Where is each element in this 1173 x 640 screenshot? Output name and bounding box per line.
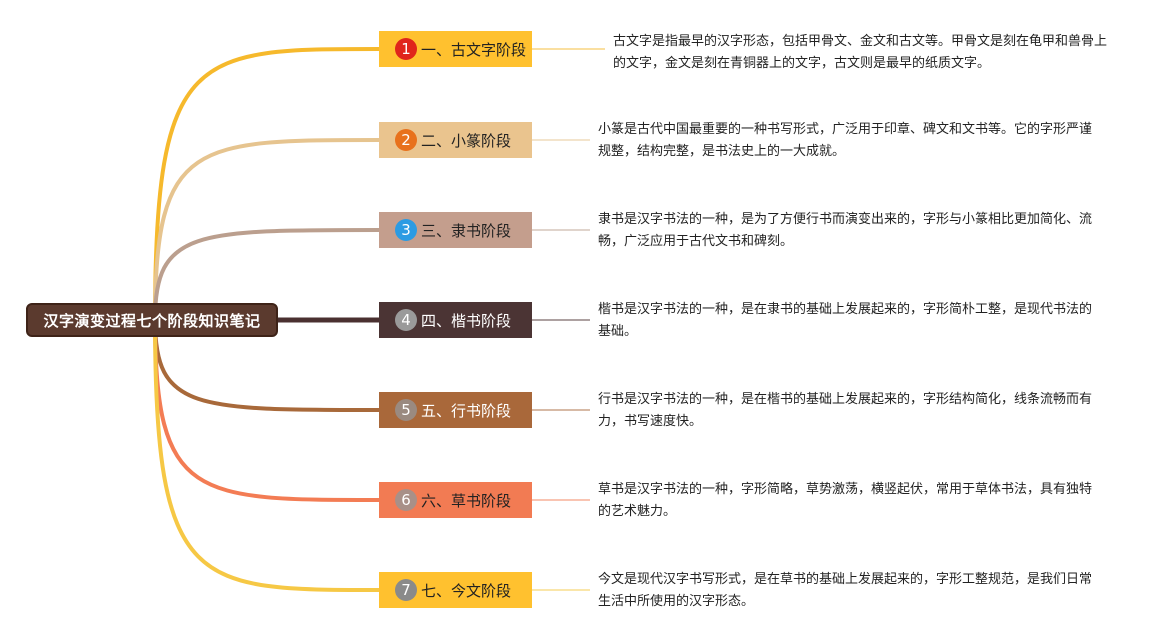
number-7-icon: 7 — [395, 579, 417, 601]
stage-note-modern-script: 今文是现代汉字书写形式，是在草书的基础上发展起来的，字形工整规范，是我们日常生活… — [598, 572, 1093, 609]
stage-label: 四、楷书阶段 — [421, 311, 512, 330]
stage-label: 七、今文阶段 — [421, 581, 512, 600]
stage-note-small-seal: 小篆是古代中国最重要的一种书写形式，广泛用于印章、碑文和文书等。它的字形严谨规整… — [598, 122, 1093, 159]
stage-label: 二、小篆阶段 — [421, 131, 512, 150]
number-2-icon: 2 — [395, 129, 417, 151]
stage-label: 一、古文字阶段 — [421, 40, 527, 59]
stage-node-clerical-script[interactable]: 3 三、隶书阶段 — [379, 212, 532, 248]
stage-note-running-script: 行书是汉字书法的一种，是在楷书的基础上发展起来的，字形结构简化，线条流畅而有力，… — [598, 392, 1093, 429]
number-4-icon: 4 — [395, 309, 417, 331]
stage-node-small-seal[interactable]: 2 二、小篆阶段 — [379, 122, 532, 158]
stage-label: 三、隶书阶段 — [421, 221, 512, 240]
branch-line-1 — [153, 47, 381, 322]
branch-line-3 — [153, 228, 381, 322]
number-1-icon: 1 — [395, 38, 417, 60]
stage-note-cursive-script: 草书是汉字书法的一种，字形简略，草势激荡，横竖起伏，常用于草体书法，具有独特的艺… — [598, 482, 1093, 519]
leader-lines — [532, 48, 605, 591]
stage-note-regular-script: 楷书是汉字书法的一种，是在隶书的基础上发展起来的，字形简朴工整，是现代书法的基础… — [598, 302, 1093, 339]
stage-node-regular-script[interactable]: 4 四、楷书阶段 — [379, 302, 532, 338]
root-topic-label: 汉字演变过程七个阶段知识笔记 — [43, 311, 261, 330]
branch-lines — [153, 47, 382, 592]
branch-line-7 — [153, 318, 381, 592]
stage-note-clerical-script: 隶书是汉字书法的一种，是为了方便行书而演变出来的，字形与小篆相比更加简化、流畅，… — [598, 212, 1093, 249]
root-topic[interactable]: 汉字演变过程七个阶段知识笔记 — [26, 303, 278, 337]
stage-note-ancient-script: 古文字是指最早的汉字形态，包括甲骨文、金文和古文等。甲骨文是刻在龟甲和兽骨上的文… — [613, 34, 1108, 71]
branch-line-2 — [153, 138, 381, 322]
number-5-icon: 5 — [395, 399, 417, 421]
stage-label: 六、草书阶段 — [421, 491, 512, 510]
stage-node-running-script[interactable]: 5 五、行书阶段 — [379, 392, 532, 428]
stage-node-cursive-script[interactable]: 6 六、草书阶段 — [379, 482, 532, 518]
number-6-icon: 6 — [395, 489, 417, 511]
stage-node-ancient-script[interactable]: 1 一、古文字阶段 — [379, 31, 532, 67]
stage-node-modern-script[interactable]: 7 七、今文阶段 — [379, 572, 532, 608]
stage-label: 五、行书阶段 — [421, 401, 512, 420]
number-3-icon: 3 — [395, 219, 417, 241]
